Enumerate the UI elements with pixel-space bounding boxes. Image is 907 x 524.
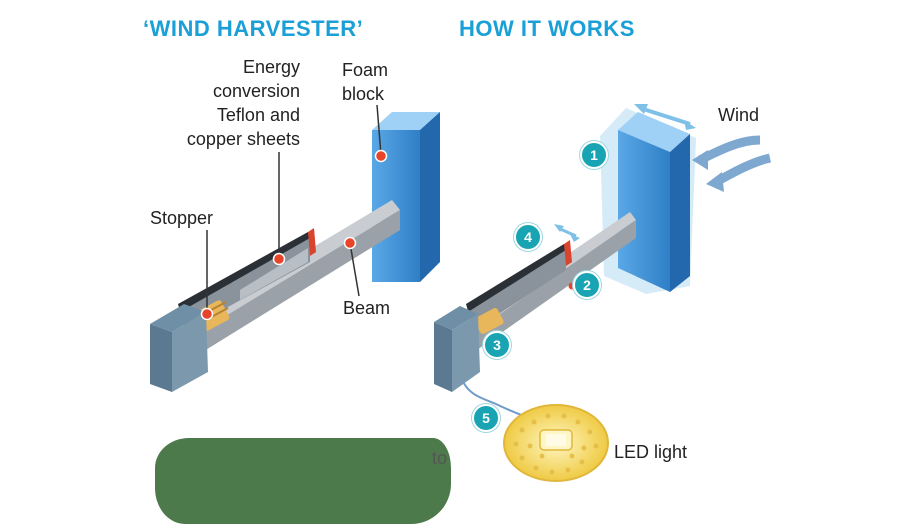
right-base-front xyxy=(434,322,452,392)
right-block-front xyxy=(618,130,670,292)
energy-label-line-3: Teflon and xyxy=(216,105,300,125)
led-light xyxy=(503,404,609,482)
beam-label: Beam xyxy=(343,298,391,318)
beam-marker xyxy=(343,236,357,250)
sheet-panel-light xyxy=(240,248,308,300)
foam-block-side xyxy=(420,112,440,282)
foam-label-line-1: Foam xyxy=(342,60,389,80)
wind-label: Wind xyxy=(718,105,760,125)
left-device xyxy=(150,104,440,392)
right-sheet-red-edge xyxy=(564,240,572,266)
step-badge-4: 4 xyxy=(514,223,542,251)
right-base-top xyxy=(434,306,478,330)
energy-label-line-2: conversion xyxy=(212,81,300,101)
foam-block-label: Foam block xyxy=(342,58,388,106)
foam-block-top xyxy=(372,112,440,130)
base-front xyxy=(150,324,172,392)
sheet-red-edge xyxy=(308,228,316,256)
left-heading: ‘WIND HARVESTER’ xyxy=(143,16,364,41)
right-beam-front xyxy=(474,220,636,352)
energy-marker xyxy=(272,252,286,266)
step-badge-3: 3 xyxy=(483,331,511,359)
base-side xyxy=(172,312,208,392)
foam-label-line-2: block xyxy=(342,84,385,104)
led-light-label: LED light xyxy=(614,442,688,462)
energy-conversion-label: Energy conversion Teflon and copper shee… xyxy=(160,55,300,151)
energy-label-line-4: copper sheets xyxy=(186,129,300,149)
base-top xyxy=(150,304,206,332)
stopper-label: Stopper xyxy=(150,208,214,228)
foam-marker xyxy=(374,149,388,163)
wind-arrow-bottom xyxy=(713,153,772,186)
foam-leader xyxy=(376,104,382,156)
right-block-top xyxy=(618,112,690,152)
right-base-side xyxy=(452,314,480,392)
step-badge-1: 1 xyxy=(580,141,608,169)
wind-arrow-top xyxy=(697,135,761,165)
right-device xyxy=(434,104,772,482)
redaction-blob xyxy=(155,438,451,524)
obscured-text-fragment: to xyxy=(432,448,448,468)
beam-leader xyxy=(349,242,360,297)
energy-label-line-1: Energy xyxy=(242,57,300,77)
step-badge-2: 2 xyxy=(573,271,601,299)
stopper-marker xyxy=(200,307,214,321)
right-block-side xyxy=(670,134,690,292)
step-badge-5: 5 xyxy=(472,404,500,432)
right-heading: HOW IT WORKS xyxy=(459,16,635,41)
